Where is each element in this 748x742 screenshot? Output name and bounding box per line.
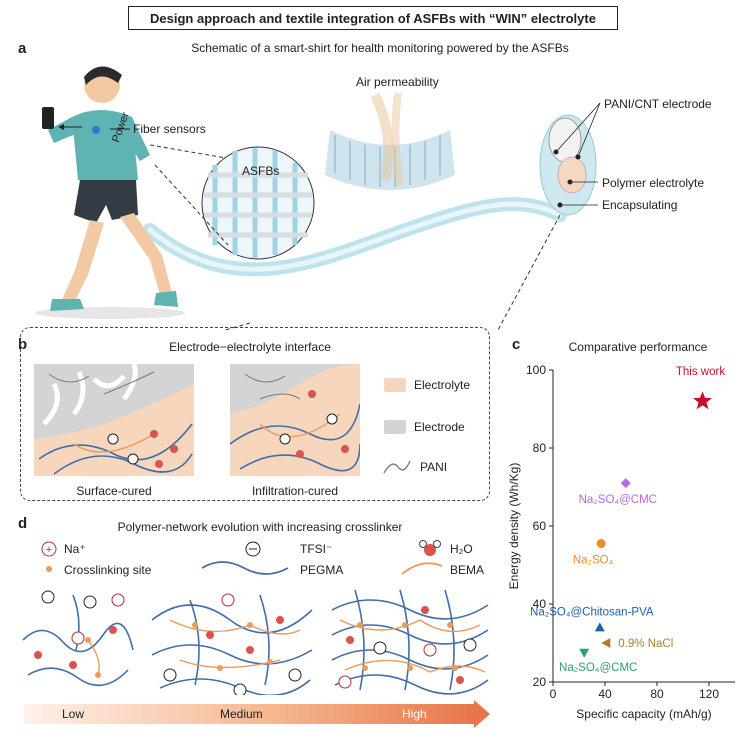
pani-cnt-label: PANI/CNT electrode xyxy=(604,97,712,111)
scale-high-label: High xyxy=(402,707,427,721)
figure-title: Design approach and textile integration … xyxy=(128,6,618,30)
legend-h2o-label: H₂O xyxy=(450,542,473,556)
legend-pani-line xyxy=(383,460,411,474)
legend-pani-label: PANI xyxy=(420,460,448,474)
crosslinker-gradient-arrowhead xyxy=(474,700,490,728)
panel-c-title: Comparative performance xyxy=(568,340,708,354)
asfbs-label: ASFBs xyxy=(242,164,280,178)
pegma-line-icon xyxy=(201,561,289,575)
bluetooth-icon xyxy=(92,126,100,134)
phone-icon xyxy=(42,107,54,129)
point-triangle-up-marker xyxy=(594,622,605,632)
x-tick-label: 80 xyxy=(650,687,664,701)
point-triangle-down-marker xyxy=(579,648,590,658)
network-medium-diagram xyxy=(151,593,313,695)
point-diamond-marker xyxy=(620,478,631,489)
fiber-sensors-label: Fiber sensors xyxy=(133,122,206,136)
panel-b-title: Electrode−electrolyte interface xyxy=(169,340,331,354)
legend-electrode-swatch xyxy=(384,420,406,434)
x-tick-label: 40 xyxy=(598,687,612,701)
point-label: This work xyxy=(676,366,725,378)
polymer-electrolyte-label: Polymer electrolyte xyxy=(602,176,705,190)
scale-medium-label: Medium xyxy=(220,707,263,721)
panel-b-frame xyxy=(20,327,490,501)
y-tick-label: 80 xyxy=(533,441,547,455)
point-label: Na₂SO₄@Chitosan-PVA xyxy=(530,606,654,618)
panel-a-title: Schematic of a smart-shirt for health mo… xyxy=(191,41,569,55)
infiltration-cured-label: Infiltration-cured xyxy=(251,484,339,498)
y-tick-label: 40 xyxy=(533,597,547,611)
point-star-marker xyxy=(693,391,712,410)
y-axis-label: Energy density (Wh/Kg) xyxy=(507,463,521,590)
encapsulating-label: Encapsulating xyxy=(602,198,678,212)
crosslinker-gradient-bar xyxy=(24,704,476,724)
legend-tfsi-label: TFSI⁻ xyxy=(300,542,333,556)
point-label: Na₂SO₄@CMC xyxy=(559,662,637,674)
legend-bema-label: BEMA xyxy=(450,563,485,577)
air-permeability-label: Air permeability xyxy=(356,75,439,89)
legend-electrolyte-label: Electrolyte xyxy=(414,378,471,392)
smart-shirt-illustration xyxy=(35,66,601,330)
x-tick-label: 0 xyxy=(550,687,557,701)
network-low-diagram xyxy=(22,590,134,687)
y-tick-label: 60 xyxy=(533,519,547,533)
runner-figure xyxy=(35,66,185,319)
woven-textile-zoom xyxy=(201,146,315,260)
panel-d-title: Polymer-network evolution with increasin… xyxy=(117,520,403,534)
panel-b-label: b xyxy=(18,336,28,353)
surface-cured-label: Surface-cured xyxy=(76,484,152,498)
point-triangle-left-marker xyxy=(601,638,611,648)
x-axis-label: Specific capacity (mAh/g) xyxy=(576,707,711,721)
surface-cured-diagram xyxy=(34,364,194,476)
point-label: Na₂SO₄@CMC xyxy=(579,494,657,506)
panel-d-label: d xyxy=(18,515,28,532)
scale-low-label: Low xyxy=(62,707,85,721)
point-circle-marker xyxy=(596,539,606,549)
x-tick-label: 120 xyxy=(699,687,719,701)
legend-na-label: Na⁺ xyxy=(64,542,86,556)
point-label: Na₂SO₄ xyxy=(573,555,614,567)
point-label: 0.9% NaCl xyxy=(618,638,673,650)
legend-electrode-label: Electrode xyxy=(414,420,465,434)
air-permeability-fabric xyxy=(325,92,455,190)
tfsi-ion-icon xyxy=(245,541,261,557)
legend-crosslinking-label: Crosslinking site xyxy=(64,563,152,577)
crosslinking-site-icon xyxy=(46,566,52,572)
panel-a-label: a xyxy=(18,40,27,57)
infiltration-cured-diagram xyxy=(230,364,360,476)
network-high-diagram xyxy=(331,589,489,695)
y-tick-label: 20 xyxy=(533,675,547,689)
legend-pegma-label: PEGMA xyxy=(300,563,344,577)
legend-electrolyte-swatch xyxy=(384,378,406,392)
fiber-cross-section xyxy=(539,102,601,216)
y-tick-label: 100 xyxy=(526,363,546,377)
water-molecule-icon xyxy=(419,540,441,556)
panel-c-label: c xyxy=(512,336,521,353)
svg-text:+: + xyxy=(46,544,52,556)
bema-line-icon xyxy=(401,562,443,575)
na-ion-icon: + xyxy=(41,541,57,557)
